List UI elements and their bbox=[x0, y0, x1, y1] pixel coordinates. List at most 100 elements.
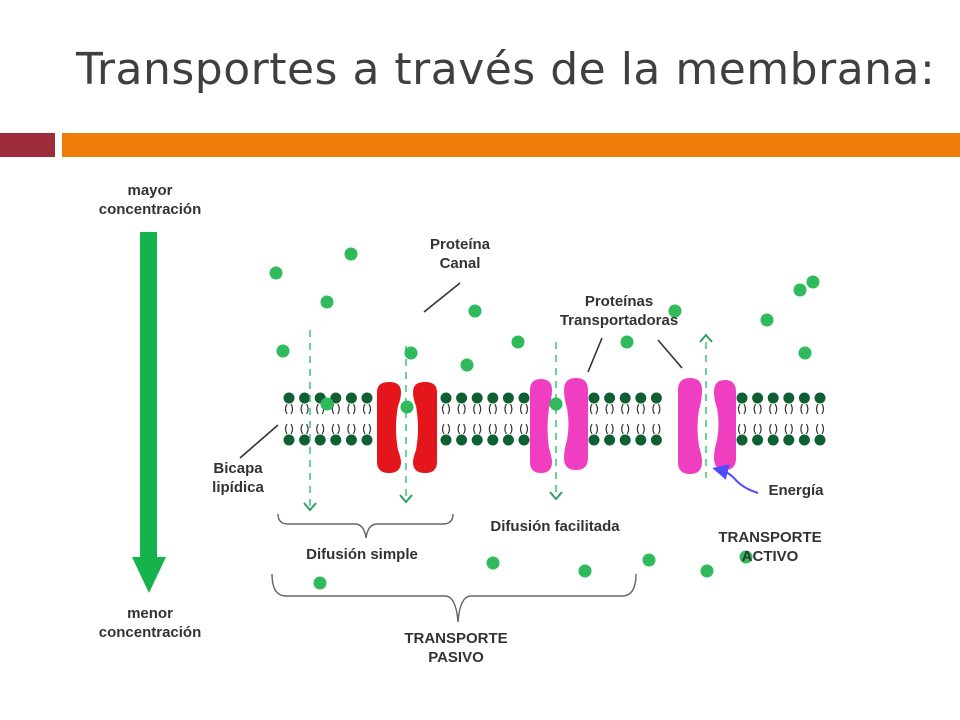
lipid-tails bbox=[605, 403, 614, 435]
lipid-head bbox=[518, 392, 530, 404]
lipid-tails bbox=[457, 403, 466, 435]
lipid-head bbox=[752, 434, 764, 446]
lipid-tails bbox=[636, 403, 645, 435]
lipid-tails bbox=[488, 403, 497, 435]
lipid-tails bbox=[519, 403, 529, 435]
lipid-head bbox=[283, 392, 295, 404]
lipid-head bbox=[752, 392, 764, 404]
lipid-head bbox=[299, 392, 311, 404]
lipid-tails bbox=[284, 403, 294, 435]
lipid-head bbox=[299, 434, 311, 446]
transport-path-lines bbox=[309, 330, 707, 508]
lipid-tails bbox=[504, 403, 513, 435]
lipid-tails bbox=[621, 403, 630, 435]
molecule-dot bbox=[404, 346, 418, 360]
molecule-dot bbox=[400, 400, 414, 414]
low-concentration-label: menor concentración bbox=[98, 605, 202, 641]
carrier-proteins-label: Proteínas Transportadoras bbox=[559, 293, 679, 329]
molecule-dot bbox=[806, 275, 820, 289]
lipid-head bbox=[650, 392, 662, 404]
energy-label: Energía bbox=[768, 482, 824, 499]
lipid-head bbox=[518, 434, 530, 446]
molecule-dot bbox=[739, 550, 753, 564]
molecule-dot bbox=[642, 553, 656, 567]
molecule-dot bbox=[511, 335, 525, 349]
lipid-head bbox=[330, 392, 342, 404]
molecule-dot bbox=[344, 247, 358, 261]
lipid-head bbox=[345, 392, 357, 404]
molecule-dot bbox=[313, 576, 327, 590]
lipid-head bbox=[361, 434, 373, 446]
passive-transport-label: TRANSPORTE PASIVO bbox=[404, 630, 508, 666]
lipid-head bbox=[783, 392, 795, 404]
lipid-head bbox=[502, 392, 514, 404]
lipid-head bbox=[502, 434, 514, 446]
molecule-dot bbox=[549, 397, 563, 411]
molecule-dot bbox=[620, 335, 634, 349]
braces bbox=[271, 513, 637, 623]
lipid-head bbox=[604, 434, 616, 446]
molecule-dot bbox=[468, 304, 482, 318]
molecule-dot bbox=[460, 358, 474, 372]
lipid-head bbox=[487, 434, 499, 446]
lipid-tails bbox=[441, 403, 451, 435]
lipid-head bbox=[650, 434, 662, 446]
molecule-dot bbox=[320, 295, 334, 309]
molecule-dot bbox=[578, 564, 592, 578]
lipid-tails bbox=[362, 403, 372, 435]
lipid-head bbox=[814, 434, 826, 446]
title-accent-bar-right bbox=[62, 133, 960, 157]
lipid-head bbox=[440, 434, 452, 446]
page-title: Transportes a través de la membrana: bbox=[76, 44, 936, 95]
lipid-head bbox=[456, 392, 468, 404]
lipid-head bbox=[798, 434, 810, 446]
lipid-tails bbox=[784, 403, 793, 435]
lipid-head bbox=[736, 434, 748, 446]
molecule-dot bbox=[269, 266, 283, 280]
solute-molecules bbox=[269, 247, 820, 590]
facilitated-diffusion-label: Difusión facilitada bbox=[490, 518, 620, 535]
lipid-tails bbox=[589, 403, 599, 435]
molecule-dot bbox=[700, 564, 714, 578]
lipid-head bbox=[283, 434, 295, 446]
lipid-head bbox=[619, 434, 631, 446]
lipid-tails bbox=[800, 403, 809, 435]
lipid-tails bbox=[753, 403, 762, 435]
molecule-dot bbox=[760, 313, 774, 327]
lipid-head bbox=[635, 434, 647, 446]
molecule-dot bbox=[276, 344, 290, 358]
lipid-head bbox=[471, 392, 483, 404]
lipid-tails bbox=[815, 403, 825, 435]
lipid-bilayer bbox=[283, 392, 826, 446]
lipid-tails bbox=[347, 403, 356, 435]
high-concentration-label: mayor concentración bbox=[98, 182, 202, 218]
lipid-tails bbox=[300, 403, 309, 435]
lipid-head bbox=[487, 392, 499, 404]
pointer-lines bbox=[239, 282, 683, 459]
lipid-head bbox=[604, 392, 616, 404]
molecule-dot bbox=[798, 346, 812, 360]
lipid-head bbox=[814, 392, 826, 404]
molecule-dot bbox=[668, 304, 682, 318]
simple-diffusion-label: Difusión simple bbox=[306, 546, 418, 563]
lipid-tails bbox=[737, 403, 747, 435]
lipid-tails bbox=[652, 403, 661, 435]
concentration-gradient-arrow bbox=[132, 232, 166, 593]
path-arrowheads bbox=[303, 333, 713, 512]
brace-passive-transport bbox=[271, 573, 637, 623]
lipid-head bbox=[736, 392, 748, 404]
lipid-head bbox=[783, 434, 795, 446]
carrier-protein-facilitated bbox=[530, 378, 588, 473]
molecule-dot bbox=[320, 397, 334, 411]
lipid-head bbox=[619, 392, 631, 404]
lipid-head bbox=[471, 434, 483, 446]
lipid-head bbox=[330, 434, 342, 446]
brace-simple-diffusion bbox=[277, 513, 454, 539]
channel-protein-label: Proteína Canal bbox=[429, 236, 490, 272]
active-transport-label: TRANSPORTE ACTIVO bbox=[718, 529, 822, 565]
molecule-dot bbox=[793, 283, 807, 297]
molecule-dot bbox=[486, 556, 500, 570]
lipid-head bbox=[361, 392, 373, 404]
lipid-head bbox=[588, 392, 600, 404]
